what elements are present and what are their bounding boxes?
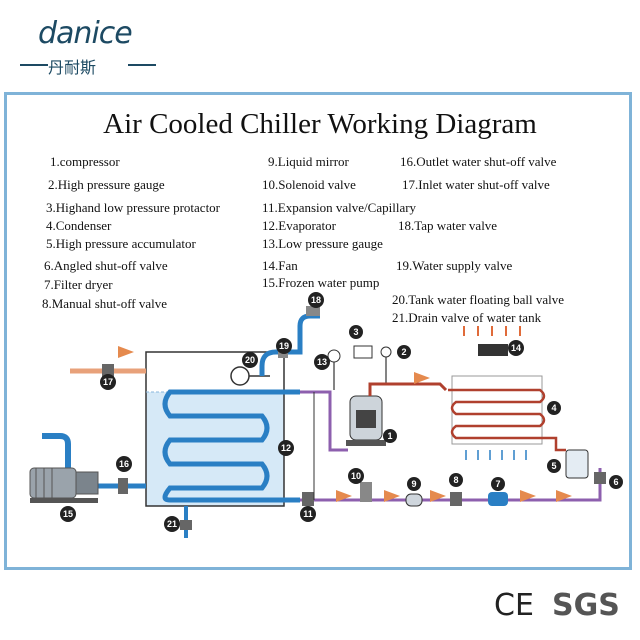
svg-text:10: 10: [351, 471, 361, 481]
high-pressure-gauge-icon: [380, 346, 392, 358]
flow-arrows: [118, 346, 572, 502]
svg-text:5: 5: [551, 461, 556, 471]
brand-divider-right: [128, 64, 156, 66]
brand-divider-left: [20, 64, 48, 66]
filter-dryer-icon: [488, 492, 508, 506]
sgs-mark: SGS: [552, 588, 620, 623]
svg-text:9: 9: [411, 479, 416, 489]
legend-item-20: 20.Tank water floating ball valve: [392, 292, 565, 307]
marker-3: 3: [349, 325, 363, 339]
brand-wordmark: danice: [38, 16, 133, 51]
inlet-valve-icon: [102, 364, 114, 378]
marker-9: 9: [407, 477, 421, 491]
marker-17: 17: [100, 374, 116, 390]
svg-text:2: 2: [401, 347, 406, 357]
legend-item-12: 12.Evaporator: [262, 218, 337, 233]
legend-item-3: 3.Highand low pressure protactor: [46, 200, 221, 215]
legend-item-18: 18.Tap water valve: [398, 218, 498, 233]
fan-icon: [478, 344, 508, 356]
suction-line: [300, 390, 348, 452]
svg-text:12: 12: [281, 443, 291, 453]
marker-2: 2: [397, 345, 411, 359]
marker-6: 6: [609, 475, 623, 489]
marker-10: 10: [348, 468, 364, 484]
angle-valve-icon: [594, 472, 606, 484]
brand-chinese-name: 丹耐斯: [48, 58, 97, 77]
legend-item-13: 13.Low pressure gauge: [262, 236, 383, 251]
legend-item-9: 9.Liquid mirror: [268, 154, 349, 169]
svg-text:8: 8: [453, 475, 458, 485]
legend-item-1: 1.compressor: [50, 154, 120, 169]
svg-text:1: 1: [387, 431, 392, 441]
svg-text:15: 15: [63, 509, 73, 519]
svg-text:6: 6: [613, 477, 618, 487]
svg-text:14: 14: [511, 343, 521, 353]
marker-12: 12: [278, 440, 294, 456]
marker-11: 11: [300, 506, 316, 522]
float-ball-icon: [230, 366, 250, 386]
svg-text:17: 17: [103, 377, 113, 387]
svg-text:20: 20: [245, 355, 255, 365]
svg-text:7: 7: [495, 479, 500, 489]
svg-text:19: 19: [279, 341, 289, 351]
ce-mark: CE: [494, 588, 534, 623]
drain-valve-icon: [180, 520, 192, 530]
discharge-line: [368, 382, 448, 396]
solenoid-valve-icon: [360, 482, 372, 502]
legend-item-6: 6.Angled shut-off valve: [44, 258, 168, 273]
legend-item-4: 4.Condenser: [46, 218, 112, 233]
marker-5: 5: [547, 459, 561, 473]
marker-19: 19: [276, 338, 292, 354]
svg-text:11: 11: [303, 509, 313, 519]
hot-air-arrows: [463, 326, 521, 336]
marker-13: 13: [314, 354, 330, 370]
svg-text:16: 16: [119, 459, 129, 469]
svg-text:4: 4: [551, 403, 556, 413]
svg-text:18: 18: [311, 295, 321, 305]
accumulator-icon: [565, 449, 589, 479]
marker-14: 14: [508, 340, 524, 356]
legend-item-15: 15.Frozen water pump: [262, 275, 380, 290]
marker-7: 7: [491, 477, 505, 491]
marker-1: 1: [383, 429, 397, 443]
legend-item-2: 2.High pressure gauge: [48, 177, 165, 192]
evaporator-coil: [162, 389, 300, 503]
marker-20: 20: [242, 352, 258, 368]
liquid-mirror-icon: [405, 493, 423, 507]
legend-item-19: 19.Water supply valve: [396, 258, 513, 273]
diagram-title: Air Cooled Chiller Working Diagram: [103, 108, 537, 140]
marker-4: 4: [547, 401, 561, 415]
svg-text:13: 13: [317, 357, 327, 367]
legend-item-7: 7.Filter dryer: [44, 277, 113, 292]
legend-item-17: 17.Inlet water shut-off valve: [402, 177, 550, 192]
legend-item-10: 10.Solenoid valve: [262, 177, 356, 192]
legend-item-16: 16.Outlet water shut-off valve: [400, 154, 557, 169]
svg-text:3: 3: [353, 327, 358, 337]
svg-text:21: 21: [167, 519, 177, 529]
marker-18: 18: [308, 292, 324, 308]
legend-item-14: 14.Fan: [262, 258, 298, 273]
legend-item-21: 21.Drain valve of water tank: [392, 310, 542, 325]
legend-item-11: 11.Expansion valve/Capillary: [262, 200, 417, 215]
legend-item-5: 5.High pressure accumulator: [46, 236, 196, 251]
low-pressure-gauge-icon: [327, 349, 341, 363]
manual-valve-icon: [450, 492, 462, 506]
marker-16: 16: [116, 456, 132, 472]
condenser-icon: [448, 375, 546, 445]
condenser-airflow-arrows: [465, 450, 527, 460]
legend-item-8: 8.Manual shut-off valve: [42, 296, 168, 311]
marker-21: 21: [164, 516, 180, 532]
supply-water-pipe: [259, 313, 320, 376]
marker-8: 8: [449, 473, 463, 487]
pressure-protector-icon: [353, 345, 373, 359]
expansion-valve-icon: [302, 492, 314, 506]
outlet-valve-icon: [118, 478, 128, 494]
compressor-icon: [346, 395, 386, 446]
marker-15: 15: [60, 506, 76, 522]
water-pump-icon: [29, 467, 99, 503]
brand-logo: danice 丹耐斯: [20, 12, 170, 82]
